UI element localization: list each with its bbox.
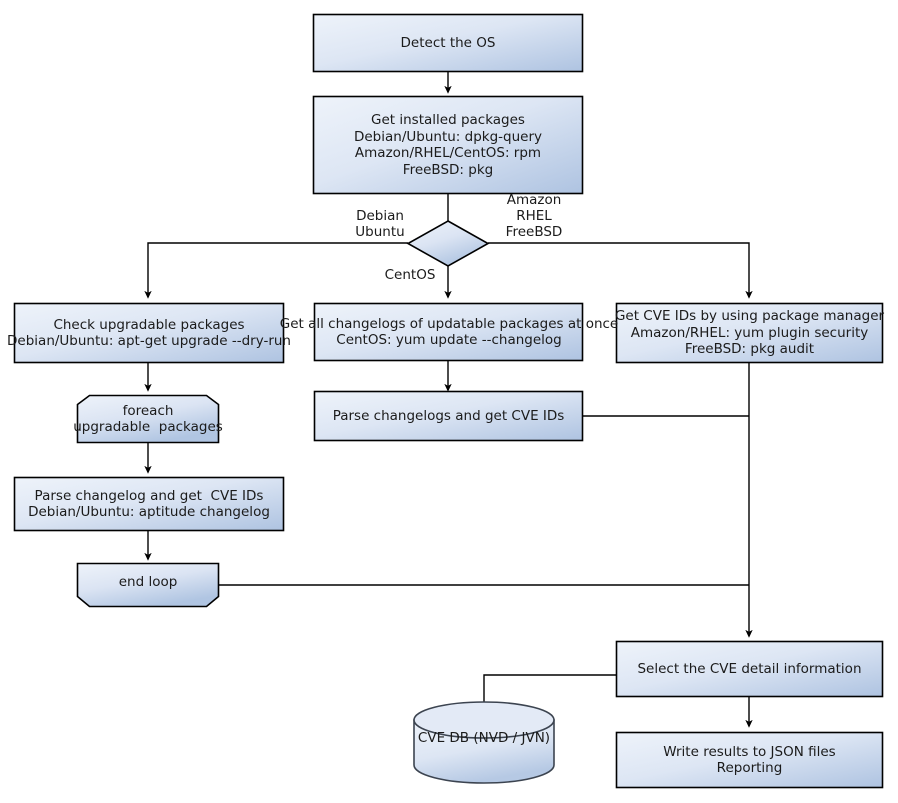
node-cve-db[interactable]: [413, 701, 555, 784]
edge-label-centos: CentOS: [384, 267, 436, 283]
node-end-loop[interactable]: [76, 562, 220, 608]
node-select-cve-detail[interactable]: [615, 640, 884, 698]
edge-decision-to-get-cve-pm: [488, 242, 753, 299]
node-check-upgradable-packages[interactable]: [13, 302, 285, 364]
node-write-results[interactable]: [615, 731, 884, 789]
node-parse-changelog-get-cve-ids[interactable]: [13, 476, 285, 532]
edge-decision-to-check-upgradable: [144, 242, 408, 299]
edge-selectcve-to-cvedb: [483, 674, 616, 709]
node-detect-os[interactable]: [312, 13, 584, 73]
node-get-installed-packages[interactable]: [312, 95, 584, 195]
node-get-all-changelogs[interactable]: [313, 302, 584, 362]
node-os-decision[interactable]: [406, 220, 490, 267]
node-foreach-upgradable-packages[interactable]: [76, 394, 220, 444]
node-parse-changelogs-get-cve-ids[interactable]: [313, 390, 584, 442]
node-get-cve-ids-package-manager[interactable]: [615, 302, 884, 364]
